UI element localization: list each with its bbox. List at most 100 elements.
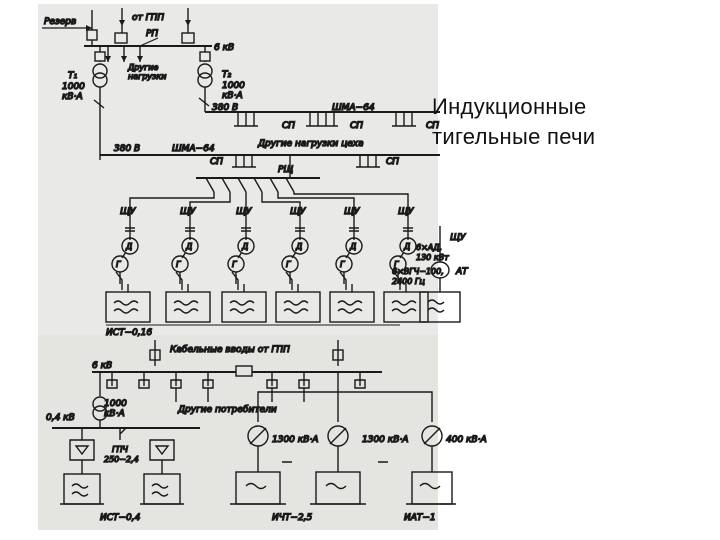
unit-3-motor-label: Д xyxy=(241,242,248,251)
label-380v-upper: 380 В xyxy=(212,103,238,113)
unit-1-furnace xyxy=(105,291,151,323)
label-iat1: ИАТ−1 xyxy=(404,513,436,523)
unit-6-furnace-coil xyxy=(391,300,417,314)
unit-1-schu-label: ЩУ xyxy=(120,207,136,217)
unit-4-motor-label: Д xyxy=(295,242,302,251)
label-ichth25: ИЧТ−2,5 xyxy=(272,513,313,523)
gen-note-2: 2400 Гц xyxy=(392,277,425,286)
bottom-t-rating: 1000 xyxy=(104,399,127,409)
ist04-branch xyxy=(52,372,200,505)
unit-6-motor-label: Д xyxy=(403,242,410,251)
unit-3-schu-label: ЩУ xyxy=(236,207,252,217)
slide-title: Индукционные тигельные печи xyxy=(432,92,692,152)
busbars-shma xyxy=(100,111,440,156)
unit-3-link xyxy=(235,251,245,292)
label-tr1: 1300 кВ·А xyxy=(272,435,318,445)
unit-4-motor xyxy=(291,237,309,255)
label-ist016: ИСТ−0,16 xyxy=(106,328,152,338)
unit-2-schu-label: ЩУ xyxy=(180,207,196,217)
label-sp-upper-3: СП xyxy=(426,121,439,131)
unit-3-furnace-coil xyxy=(229,300,255,314)
unit-2-furnace xyxy=(165,291,211,323)
label-cable-inputs: Кабельные вводы от ГПП xyxy=(170,345,290,355)
unit-2-furnace-coil xyxy=(173,300,199,314)
label-from-gpp: от ГПП xyxy=(132,13,164,23)
label-6kv-top: 6 кВ xyxy=(214,43,234,53)
unit-1-motor xyxy=(121,237,139,255)
unit-6-generator-label: Г xyxy=(394,260,399,269)
unit-3-motor xyxy=(237,237,255,255)
label-shma64-lower: ШМА−64 xyxy=(172,144,215,154)
unit-1-link xyxy=(119,251,129,292)
t2-name: Т₂ xyxy=(222,70,231,80)
unit-2-generator-label: Г xyxy=(176,260,181,269)
unit-5-link xyxy=(343,251,353,292)
unit-5-feed xyxy=(339,226,359,290)
unit-1-feed xyxy=(115,226,135,290)
unit-2-motor-label: Д xyxy=(185,242,192,251)
unit-1-generator-label: Г xyxy=(116,260,121,269)
label-schu-at: ЩУ xyxy=(450,233,466,243)
label-6kv-bottom: 6 кВ xyxy=(92,361,112,371)
label-gpch: ГПЧ xyxy=(112,445,128,454)
transformer-t2 xyxy=(197,46,213,112)
unit-4-schu-label: ЩУ xyxy=(290,207,306,217)
bottom-6kv-bus xyxy=(92,340,382,402)
incoming-feeders xyxy=(42,8,212,62)
unit-5-generator-label: Г xyxy=(340,260,345,269)
unit-5-motor xyxy=(345,237,363,255)
t1-rating: 1000 xyxy=(62,82,85,92)
unit-5-schu-label: ЩУ xyxy=(344,207,360,217)
label-rsch: РЩ xyxy=(278,165,293,175)
unit-6-link xyxy=(397,251,407,292)
label-other-consumers: Другие потребители xyxy=(177,405,277,415)
unit-5-furnace-coil xyxy=(337,300,363,314)
unit-5-motor-label: Д xyxy=(349,242,356,251)
label-reserve: Резерв xyxy=(44,17,76,27)
furnace-transformers xyxy=(230,372,456,505)
label-rp: РП xyxy=(146,29,158,39)
slide-title-line-1: Индукционные xyxy=(432,94,587,119)
label-sp-upper-1: СП xyxy=(282,121,295,131)
label-tr2: 1300 кВ·А xyxy=(362,435,408,445)
motor-note-1: 6×АД, xyxy=(416,243,442,252)
motor-note-2: 130 кВт xyxy=(416,253,449,262)
unit-5-furnace xyxy=(329,291,375,323)
unit-6-schu-label: ЩУ xyxy=(398,207,414,217)
unit-6-furnace xyxy=(383,291,429,323)
unit-2-motor xyxy=(181,237,199,255)
label-sp-upper-2: СП xyxy=(350,121,363,131)
gen-note-1: 6×ВГЧ−100, xyxy=(392,267,444,276)
unit-4-furnace xyxy=(275,291,321,323)
unit-3-generator-label: Г xyxy=(232,260,237,269)
transformer-t1 xyxy=(92,46,108,160)
label-at: АТ xyxy=(455,267,469,277)
unit-2-link xyxy=(179,251,189,292)
label-shma64-upper: ШМА−64 xyxy=(332,103,375,113)
unit-1-furnace-coil xyxy=(113,300,139,314)
unit-4-generator-label: Г xyxy=(286,260,291,269)
label-sp-lower-2: СП xyxy=(386,157,399,167)
unit-4-link xyxy=(289,251,299,292)
label-gpch-2: 250−2,4 xyxy=(104,455,139,464)
unit-1-motor-label: Д xyxy=(125,242,132,251)
label-380v-lower: 380 В xyxy=(114,144,140,154)
distribution-board-rsch xyxy=(196,155,320,193)
sp-taps-lower xyxy=(232,155,380,168)
unit-3-furnace xyxy=(221,291,267,323)
t2-rating: 1000 xyxy=(222,81,245,91)
t1-unit: кВ·А xyxy=(62,92,83,102)
unit-2-feed xyxy=(175,226,195,290)
label-other-shop-loads: Другие нагрузки цеха xyxy=(257,139,364,149)
unit-4-feed xyxy=(285,226,305,290)
unit-3-feed xyxy=(231,226,251,290)
feeder-lines xyxy=(129,192,409,226)
label-other-loads: Другие xyxy=(127,63,158,72)
t2-unit: кВ·А xyxy=(222,91,243,101)
label-04kv: 0,4 кВ xyxy=(46,413,75,423)
label-other-loads-2: нагрузки xyxy=(128,72,166,81)
slide-title-line-2: тигельные печи xyxy=(432,124,596,149)
bottom-t-unit: кВ·А xyxy=(104,409,125,419)
